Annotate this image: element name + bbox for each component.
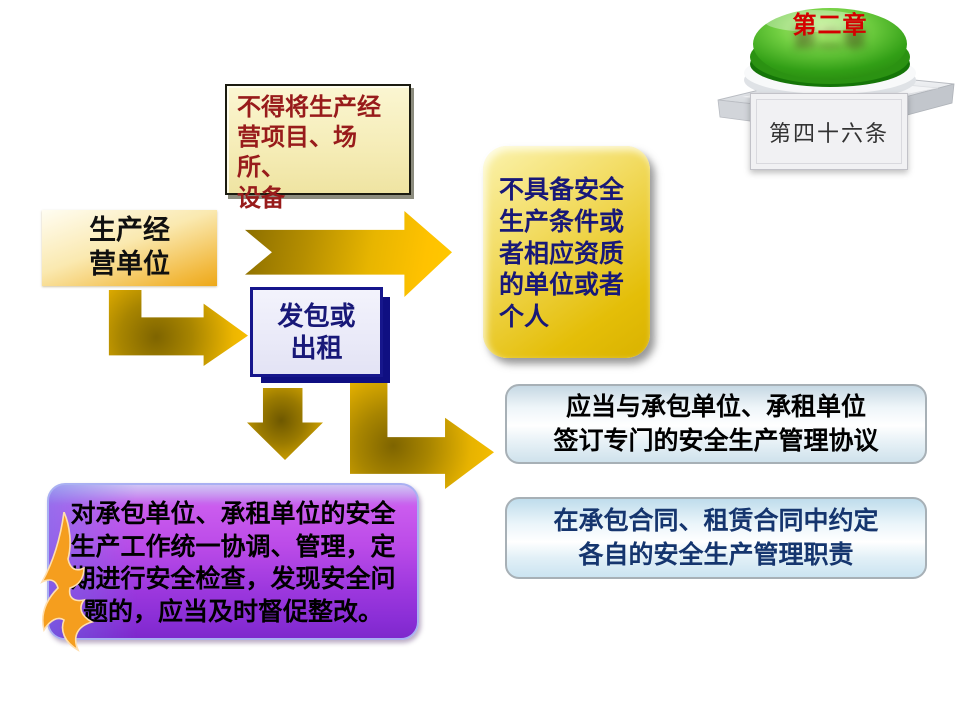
coordination-duty-box: 对承包单位、承租单位的安全生产工作统一协调、管理，定期进行安全检查，发现安全问题… <box>47 483 419 640</box>
contract-out-box: 发包或出租 <box>250 287 383 377</box>
green-button-icon <box>717 8 955 134</box>
contract-terms-box: 在承包合同、租赁合同中约定各自的安全生产管理职责 <box>505 497 927 579</box>
prohibition-box: 不得将生产经营项目、场所、设备 <box>225 84 411 212</box>
safety-agreement-label: 应当与承包单位、承租单位签订专门的安全生产管理协议 <box>553 392 879 456</box>
chapter-title: 第二章 <box>792 12 868 39</box>
contract-terms-label: 在承包合同、租赁合同中约定各自的安全生产管理职责 <box>553 506 879 570</box>
producer-box: 生产经营单位 <box>42 210 217 286</box>
coordination-duty-label: 对承包单位、承租单位的安全生产工作统一协调、管理，定期进行安全检查，发现安全问题… <box>70 500 396 626</box>
article-label: 第四十六条 <box>756 99 902 164</box>
arrow-contract-to-coordination <box>247 388 323 460</box>
arrow-producer-to-contract <box>108 290 248 366</box>
unqualified-party-box: 不具备安全生产条件或者相应资质的单位或者个人 <box>483 146 650 358</box>
flame-decoration-icon <box>40 512 95 652</box>
article-label-box: 第四十六条 <box>750 93 908 170</box>
arrow-contract-to-agreements <box>350 381 494 489</box>
producer-label: 生产经营单位 <box>89 215 170 279</box>
arrow-producer-to-unqualified <box>245 211 452 297</box>
safety-agreement-box: 应当与承包单位、承租单位签订专门的安全生产管理协议 <box>505 384 927 464</box>
contract-out-label: 发包或出租 <box>277 300 356 364</box>
